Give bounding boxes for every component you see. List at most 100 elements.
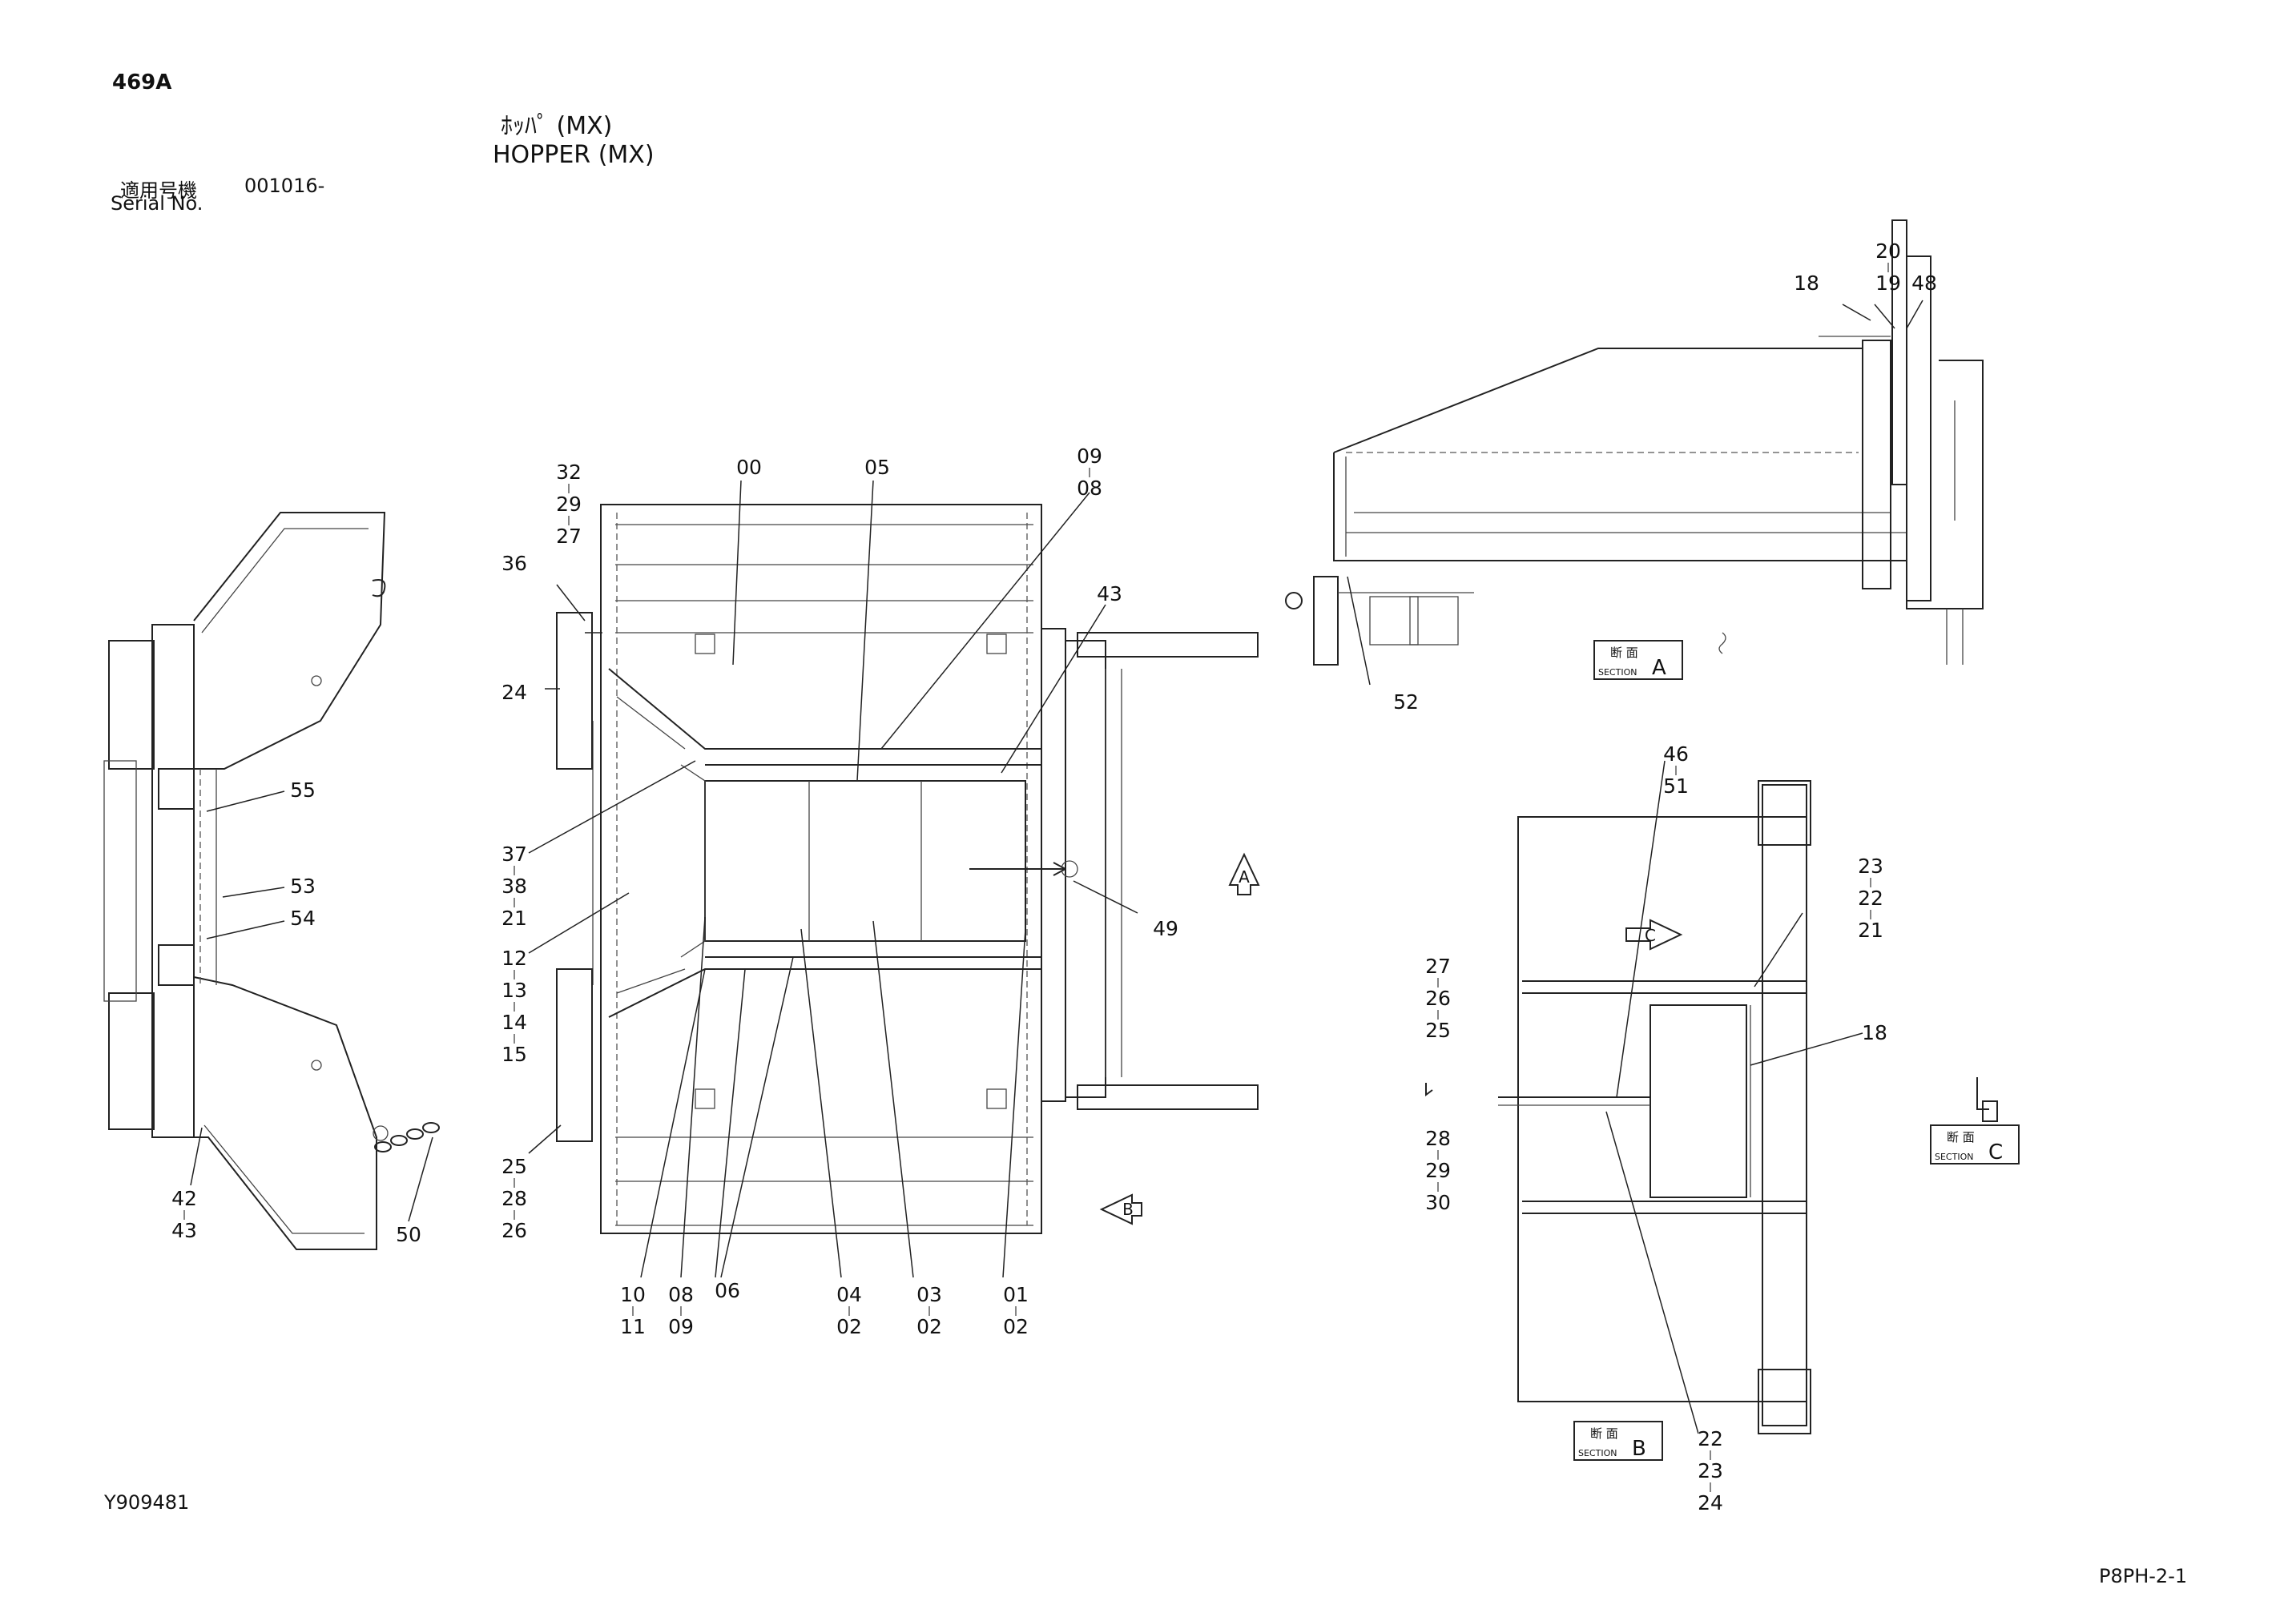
callout: 01 bbox=[1003, 1283, 1029, 1306]
svg-text:C: C bbox=[1988, 1140, 2003, 1164]
callout: 52 bbox=[1393, 690, 1419, 714]
callout: 02 bbox=[916, 1315, 942, 1338]
callout: 29 bbox=[556, 493, 582, 516]
callout: 26 bbox=[1425, 987, 1451, 1010]
callout: 06 bbox=[715, 1279, 740, 1302]
callout: 19 bbox=[1875, 272, 1901, 295]
callout: 29 bbox=[1425, 1159, 1451, 1182]
callout: 09 bbox=[1077, 444, 1102, 468]
side-box-bottom bbox=[556, 968, 593, 1142]
svg-text:B: B bbox=[1122, 1200, 1134, 1219]
svg-text:SECTION: SECTION bbox=[1598, 667, 1637, 678]
callout: 21 bbox=[1858, 919, 1883, 942]
callout: 38 bbox=[501, 875, 527, 898]
svg-text:断 面: 断 面 bbox=[1610, 646, 1638, 660]
svg-text:B: B bbox=[1632, 1437, 1646, 1461]
callout: 27 bbox=[1425, 955, 1451, 978]
callout: 54 bbox=[290, 907, 316, 930]
callout: 50 bbox=[396, 1223, 421, 1246]
section-tag-a: 断 面 SECTION A bbox=[1593, 640, 1683, 680]
callout: 23 bbox=[1698, 1459, 1723, 1482]
handle-top bbox=[158, 768, 195, 810]
title-japanese: ﾎｯﾊﾟ (MX) bbox=[501, 112, 613, 140]
callout: 28 bbox=[501, 1187, 527, 1210]
callout: 12 bbox=[501, 947, 527, 970]
callout: 02 bbox=[836, 1315, 862, 1338]
callout: 55 bbox=[290, 778, 316, 802]
callout: 14 bbox=[501, 1011, 527, 1034]
serial-number: 001016- bbox=[244, 175, 325, 197]
serial-label-japanese: 適用号機 bbox=[120, 179, 197, 202]
callout: 37 bbox=[501, 843, 527, 866]
handle-bottom bbox=[158, 944, 195, 986]
title-english: HOPPER (MX) bbox=[493, 141, 655, 169]
callout: 18 bbox=[1862, 1021, 1887, 1044]
section-tag-b: 断 面 SECTION B bbox=[1573, 1421, 1663, 1461]
tow-arm-top bbox=[1077, 632, 1259, 658]
callout: 27 bbox=[556, 525, 582, 548]
callout: 24 bbox=[1698, 1491, 1723, 1514]
svg-text:C: C bbox=[1645, 926, 1656, 945]
callout: 28 bbox=[1425, 1127, 1451, 1150]
callout: 05 bbox=[864, 456, 890, 479]
section-tag-c: 断 面 SECTION C bbox=[1930, 1124, 2020, 1164]
part-callouts: 55 53 54 42 43 50 32 29 27 36 24 37 38 2… bbox=[171, 239, 1937, 1514]
callout: 30 bbox=[1425, 1191, 1451, 1214]
callout-separators bbox=[183, 263, 1889, 1492]
callout: 20 bbox=[1875, 239, 1901, 263]
serial-label-english: Serial No. bbox=[111, 192, 203, 215]
callout: 48 bbox=[1911, 272, 1937, 295]
callout: 25 bbox=[1425, 1019, 1451, 1042]
callout: 22 bbox=[1698, 1427, 1723, 1450]
section-b-rail bbox=[1762, 784, 1807, 1426]
center-frame bbox=[151, 624, 195, 1138]
side-profile-view bbox=[103, 512, 440, 1250]
callout: 08 bbox=[1077, 477, 1102, 500]
view-arrow-a: A bbox=[1228, 852, 1260, 895]
svg-text:SECTION: SECTION bbox=[1578, 1448, 1617, 1458]
callout: 43 bbox=[171, 1219, 197, 1242]
svg-text:断 面: 断 面 bbox=[1947, 1130, 1975, 1144]
callout: 25 bbox=[501, 1155, 527, 1178]
callout: 21 bbox=[501, 907, 527, 930]
callout: 04 bbox=[836, 1283, 862, 1306]
callout: 10 bbox=[620, 1283, 646, 1306]
page-number: P8PH-2-1 bbox=[2099, 1565, 2188, 1587]
section-c-detail bbox=[1976, 1077, 1998, 1122]
chain-icon bbox=[374, 1122, 440, 1152]
callout: 00 bbox=[736, 456, 762, 479]
callout: 46 bbox=[1663, 742, 1689, 766]
view-arrow-c: C bbox=[1625, 919, 1683, 951]
side-box-top bbox=[556, 612, 593, 770]
callout: 53 bbox=[290, 875, 316, 898]
svg-text:SECTION: SECTION bbox=[1935, 1152, 1973, 1162]
callout: 22 bbox=[1858, 887, 1883, 910]
callout: 32 bbox=[556, 461, 582, 484]
top-view bbox=[528, 480, 1259, 1278]
svg-text:A: A bbox=[1239, 867, 1250, 887]
callout: 51 bbox=[1663, 774, 1689, 798]
callout: 24 bbox=[501, 681, 527, 704]
callout: 02 bbox=[1003, 1315, 1029, 1338]
pillow-block-bottom bbox=[108, 992, 155, 1130]
view-arrow-b: B bbox=[1099, 1193, 1142, 1225]
callout: 15 bbox=[501, 1043, 527, 1066]
document-code: 469A bbox=[112, 70, 172, 95]
callout: 43 bbox=[1097, 582, 1122, 605]
callout: 36 bbox=[501, 552, 527, 575]
callout: 08 bbox=[668, 1283, 694, 1306]
callout: 13 bbox=[501, 979, 527, 1002]
center-plate bbox=[704, 780, 1026, 942]
section-b-view bbox=[1425, 760, 1863, 1434]
section-b-inner-box bbox=[1649, 1004, 1747, 1198]
callout: 11 bbox=[620, 1315, 646, 1338]
drawing-number: Y909481 bbox=[104, 1491, 190, 1514]
svg-text:A: A bbox=[1652, 656, 1666, 680]
callout: 09 bbox=[668, 1315, 694, 1338]
callout: 42 bbox=[171, 1187, 197, 1210]
callout: 18 bbox=[1794, 272, 1819, 295]
svg-text:断 面: 断 面 bbox=[1590, 1426, 1618, 1441]
callout: 03 bbox=[916, 1283, 942, 1306]
callout: 49 bbox=[1153, 917, 1178, 940]
